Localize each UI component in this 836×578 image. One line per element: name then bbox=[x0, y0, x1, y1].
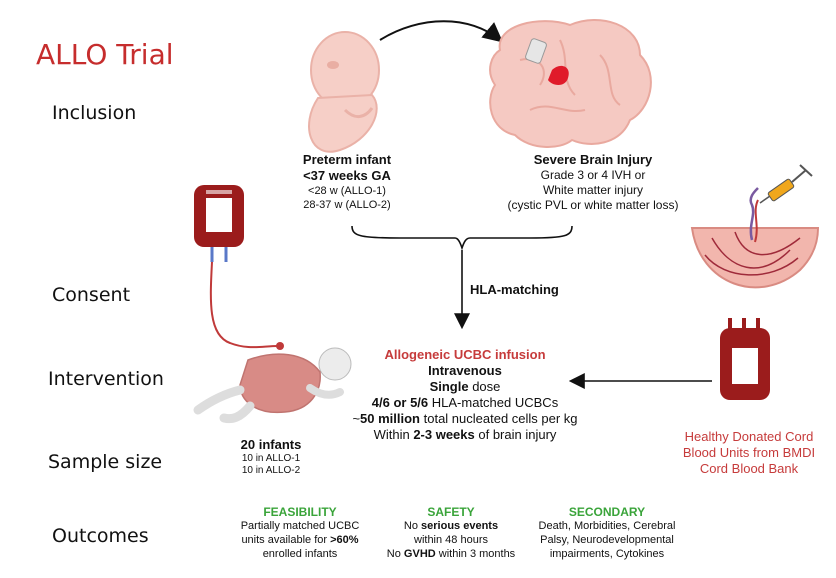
intervention-matching: 4/6 or 5/6 HLA-matched UCBCs bbox=[371, 395, 559, 410]
brain-injury-line1: Grade 3 or 4 IVH or bbox=[540, 168, 646, 182]
brain-injury-line2: White matter injury bbox=[542, 183, 644, 197]
preterm-criteria: Preterm infant <37 weeks GA <28 w (ALLO-… bbox=[282, 152, 412, 212]
fetus-icon bbox=[308, 31, 380, 153]
preterm-allo1: <28 w (ALLO-1) bbox=[308, 185, 386, 197]
blood-bag-icon bbox=[194, 185, 244, 262]
intervention-route: Intravenous bbox=[428, 363, 502, 378]
intervention-cells: ~50 million total nucleated cells per kg bbox=[352, 411, 578, 426]
sample-allo1: 10 in ALLO-1 bbox=[241, 453, 301, 464]
infant-icon bbox=[193, 347, 352, 424]
row-label-outcomes: Outcomes bbox=[52, 525, 149, 547]
brain-injury-criteria: Severe Brain Injury Grade 3 or 4 IVH or … bbox=[480, 152, 706, 213]
intervention-title: Allogeneic UCBC infusion bbox=[384, 347, 546, 362]
page-title: ALLO Trial bbox=[36, 38, 174, 71]
syringe-icon bbox=[759, 164, 813, 204]
cord-blood-bag-icon bbox=[720, 318, 770, 400]
row-label-sample-size: Sample size bbox=[48, 451, 163, 473]
progression-arrow bbox=[379, 20, 504, 43]
row-label-intervention: Intervention bbox=[48, 368, 164, 390]
secondary-heading: SECONDARY bbox=[568, 505, 646, 519]
outcome-feasibility: FEASIBILITY Partially matched UCBC units… bbox=[225, 505, 375, 561]
intervention-dose: Single dose bbox=[429, 379, 501, 394]
brain-injury-heading: Severe Brain Injury bbox=[533, 152, 653, 167]
outcome-safety: SAFETY No serious events within 48 hours… bbox=[376, 505, 526, 561]
preterm-allo2: 28-37 w (ALLO-2) bbox=[303, 199, 391, 211]
brain-icon bbox=[489, 18, 652, 148]
brain-injury-line3: (cystic PVL or white matter loss) bbox=[507, 198, 679, 212]
preterm-subheading: <37 weeks GA bbox=[303, 168, 391, 183]
cord-blood-source: Healthy Donated Cord Blood Units from BM… bbox=[682, 429, 816, 476]
sample-allo2: 10 in ALLO-2 bbox=[241, 465, 301, 476]
row-label-inclusion: Inclusion bbox=[52, 102, 137, 124]
iv-connector bbox=[276, 342, 284, 350]
row-label-consent: Consent bbox=[52, 284, 131, 306]
intervention-details: Allogeneic UCBC infusion Intravenous Sin… bbox=[340, 347, 590, 443]
sample-total: 20 infants bbox=[240, 437, 302, 452]
safety-heading: SAFETY bbox=[427, 505, 475, 519]
sample-size-details: 20 infants 10 in ALLO-1 10 in ALLO-2 bbox=[226, 437, 316, 477]
inclusion-brace bbox=[351, 225, 573, 251]
outcome-secondary: SECONDARY Death, Morbidities, Cerebral P… bbox=[526, 505, 688, 561]
placenta-icon bbox=[690, 187, 820, 289]
iv-line bbox=[209, 261, 279, 349]
intervention-timing: Within 2-3 weeks of brain injury bbox=[373, 427, 557, 442]
feasibility-heading: FEASIBILITY bbox=[263, 505, 337, 519]
preterm-heading: Preterm infant bbox=[302, 152, 392, 167]
hla-matching-label: HLA-matching bbox=[470, 282, 559, 297]
